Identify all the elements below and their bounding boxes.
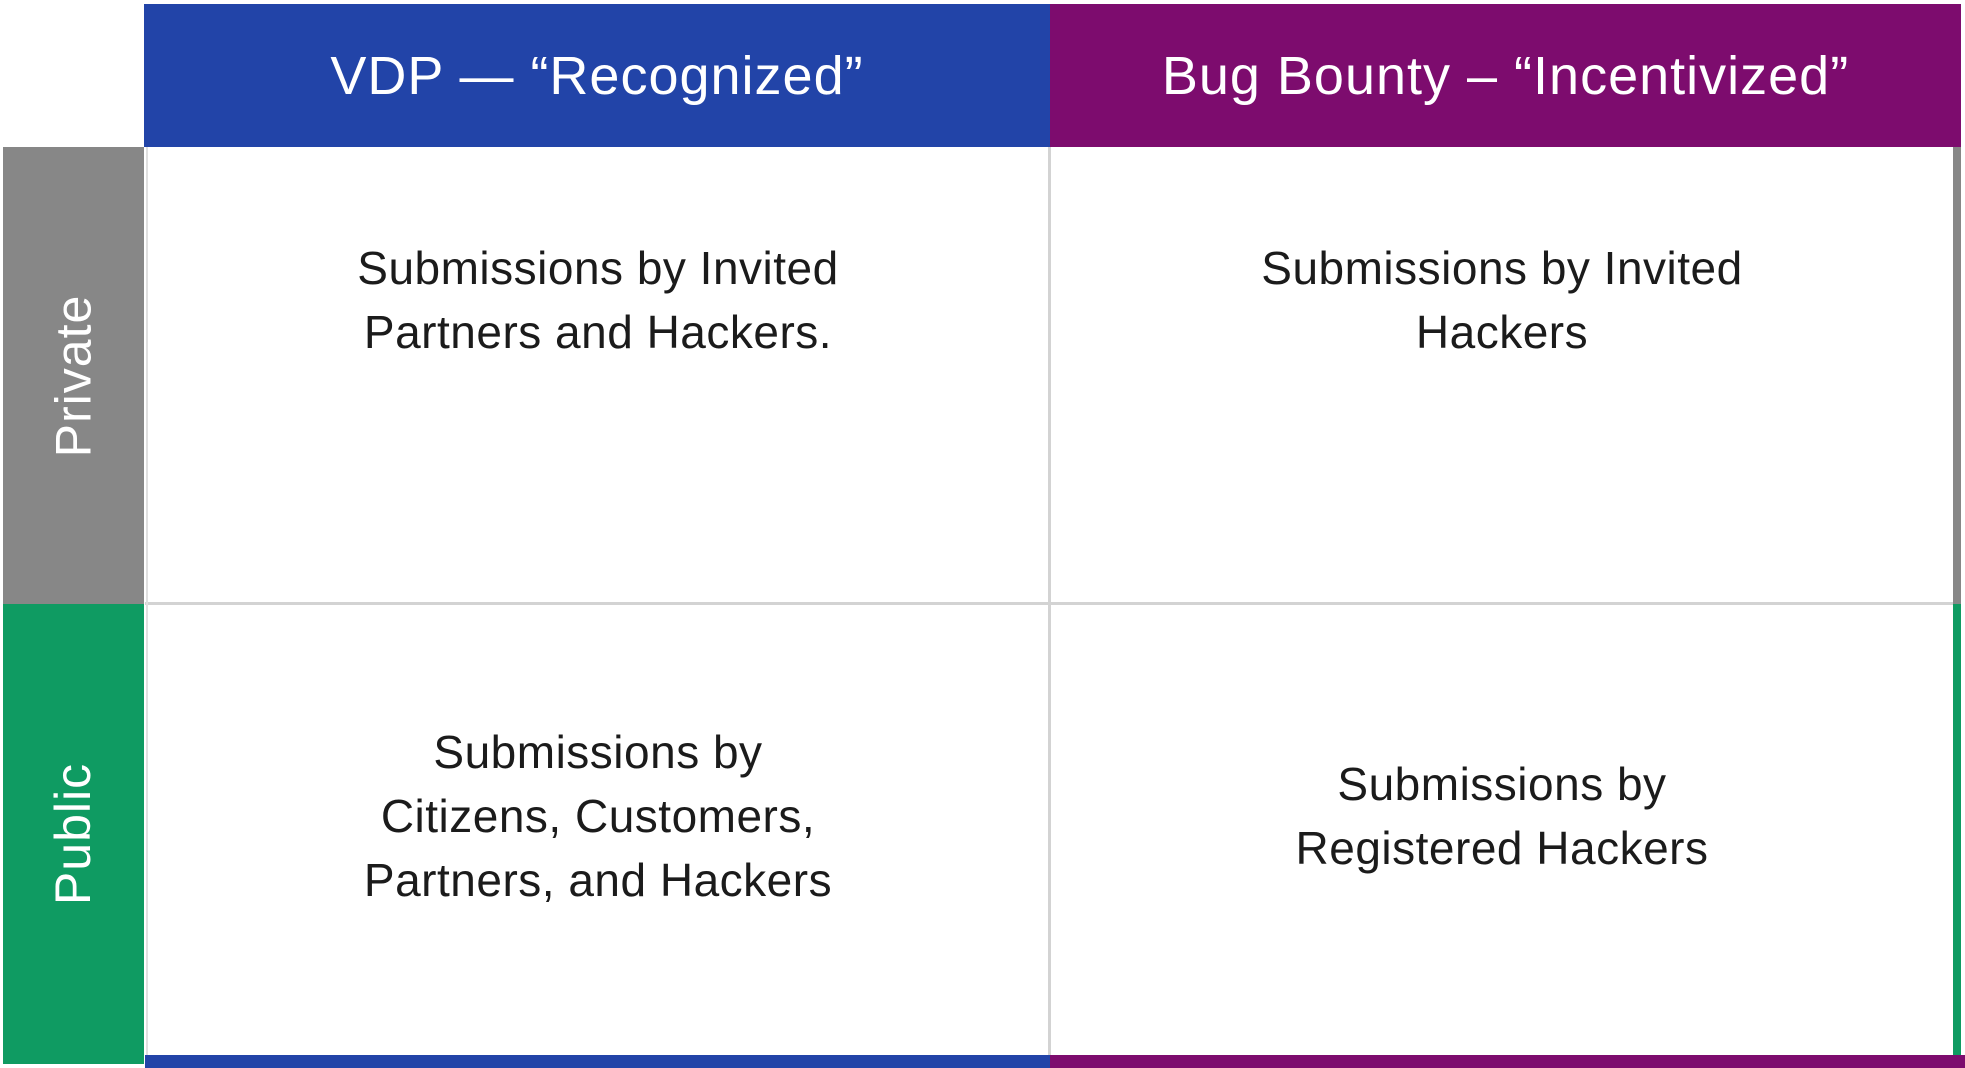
cell-text-line: Citizens, Customers, bbox=[380, 790, 816, 842]
cell-private-bug-bounty: Submissions by Invited Hackers bbox=[1051, 147, 1953, 602]
cell-text-line: Registered Hackers bbox=[1295, 822, 1709, 874]
cell-text-line: Partners and Hackers. bbox=[363, 305, 833, 358]
public-right-edge-accent bbox=[1953, 604, 1961, 1055]
private-right-edge-accent bbox=[1953, 147, 1961, 604]
vdp-bottom-edge-accent bbox=[145, 1055, 1050, 1068]
column-header-vdp: VDP — “Recognized” bbox=[144, 4, 1050, 147]
cell-public-vdp: Submissions by Citizens, Customers, Part… bbox=[148, 605, 1048, 1055]
cell-text-line: Submissions by Invited bbox=[1261, 241, 1743, 294]
column-header-bug-bounty: Bug Bounty – “Incentivized” bbox=[1050, 4, 1961, 147]
cell-public-bug-bounty: Submissions by Registered Hackers bbox=[1051, 605, 1953, 1055]
cell-text-line: Submissions by Invited bbox=[357, 241, 839, 294]
row-divider-line bbox=[145, 602, 1961, 605]
column-header-bug-bounty-label: Bug Bounty – “Incentivized” bbox=[1161, 45, 1850, 106]
column-header-vdp-label: VDP — “Recognized” bbox=[330, 45, 864, 106]
cell-text-line: Hackers bbox=[1415, 305, 1589, 358]
cell-text-line: Submissions by bbox=[433, 726, 763, 778]
row-header-public-label: Public bbox=[45, 762, 102, 906]
cell-private-vdp: Submissions by Invited Partners and Hack… bbox=[148, 147, 1048, 602]
column-divider-line bbox=[1048, 147, 1051, 1055]
row-header-private-label: Private bbox=[45, 294, 102, 457]
row-header-public: Public bbox=[3, 604, 144, 1064]
cell-text-line: Submissions by bbox=[1337, 758, 1667, 810]
cell-text-line: Partners, and Hackers bbox=[363, 854, 833, 906]
row-header-private: Private bbox=[3, 147, 144, 604]
bug-bounty-bottom-edge-accent bbox=[1050, 1055, 1965, 1068]
content-left-border-line bbox=[146, 147, 148, 1055]
